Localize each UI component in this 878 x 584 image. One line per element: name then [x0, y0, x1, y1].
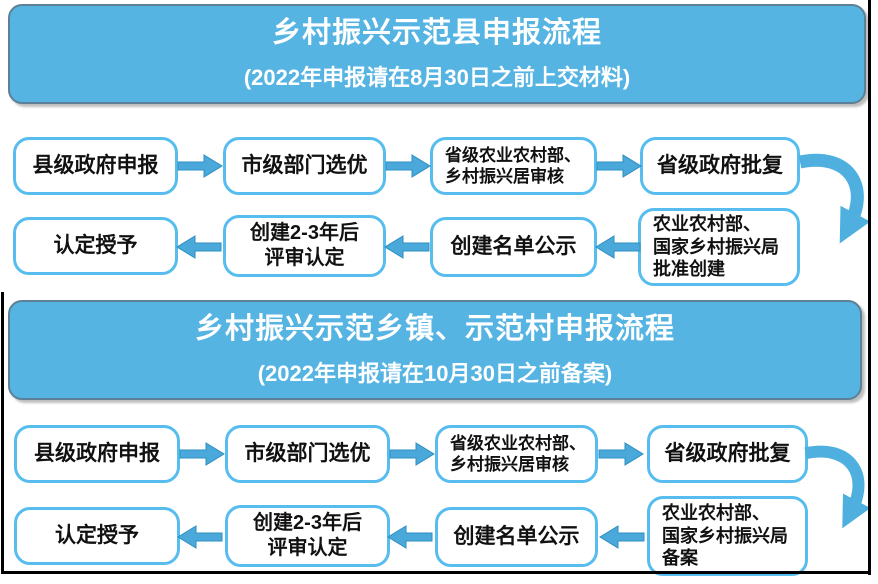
flow-step-grant-title: 认定授予 [13, 217, 178, 275]
flow-step-label: 省级政府批复 [657, 153, 783, 177]
flow-step-label: 创建名单公示 [450, 234, 577, 258]
arrow-right-icon [179, 442, 225, 466]
frame-left-border [1, 292, 4, 574]
banner-demonstration-township-village: 乡村振兴示范乡镇、示范村申报流程 (2022年申报请在10月30日之前备案) [8, 300, 862, 400]
section-subtitle: (2022年申报请在10月30日之前备案) [257, 361, 613, 387]
flow-step-label: 省级农业农村部、 乡村振兴居审核 [445, 145, 581, 186]
flow-step-label: 认定授予 [53, 233, 138, 257]
flow-step-grant-title: 认定授予 [14, 507, 180, 565]
arrow-left-icon [387, 525, 433, 549]
flow-step-label: 创建名单公示 [453, 524, 580, 548]
arrow-right-icon [177, 154, 223, 178]
flow-step-label: 农业农村部、 国家乡村振兴局 备案 [662, 503, 788, 569]
flow-step-province-approve: 省级政府批复 [647, 425, 808, 483]
arrow-left-icon [176, 235, 222, 259]
arrow-left-icon [384, 235, 430, 259]
flow-step-label: 创建2-3年后 评审认定 [250, 222, 359, 269]
flow-step-province-approve: 省级政府批复 [640, 137, 800, 195]
flow-step-label: 省级政府批复 [664, 441, 791, 465]
section-title: 乡村振兴示范县申报流程 [271, 16, 602, 49]
arrow-right-icon [596, 154, 642, 178]
flow-step-label: 市级部门选优 [244, 441, 371, 465]
flow-step-label: 县级政府申报 [34, 441, 160, 465]
frame-bottom-border [1, 571, 871, 574]
arrow-left-icon [599, 525, 645, 549]
section-subtitle: (2022年申报请在8月30日之前上交材料) [243, 65, 631, 91]
flow-step-county-apply: 县级政府申报 [14, 425, 180, 483]
flow-step-county-apply: 县级政府申报 [13, 137, 178, 195]
banner-demonstration-county: 乡村振兴示范县申报流程 (2022年申报请在8月30日之前上交材料) [8, 4, 866, 104]
flow-step-national-record: 农业农村部、 国家乡村振兴局 备案 [647, 496, 808, 576]
curved-arrow-down-icon [798, 153, 871, 244]
arrow-left-icon [177, 525, 223, 549]
flow-step-list-publicity: 创建名单公示 [435, 507, 598, 567]
arrow-left-icon [595, 235, 641, 259]
flow-step-province-review: 省级农业农村部、 乡村振兴居审核 [430, 137, 597, 195]
arrow-right-icon [385, 154, 431, 178]
frame-right-border [868, 0, 871, 575]
arrow-right-icon [389, 442, 435, 466]
flow-step-label: 认定授予 [55, 523, 139, 547]
flow-step-label: 省级农业农村部、 乡村振兴居审核 [450, 433, 586, 474]
section-title: 乡村振兴示范乡镇、示范村申报流程 [194, 312, 675, 345]
flow-step-list-publicity: 创建名单公示 [430, 217, 597, 277]
flow-step-city-select: 市级部门选优 [225, 425, 390, 483]
flow-step-label: 农业农村部、 国家乡村振兴局 批准创建 [653, 214, 779, 280]
flow-step-label: 县级政府申报 [32, 153, 159, 177]
arrow-right-icon [598, 442, 644, 466]
curved-arrow-down-icon [804, 445, 871, 529]
flow-step-city-select: 市级部门选优 [223, 137, 386, 195]
flow-step-review-after-years: 创建2-3年后 评审认定 [225, 505, 390, 567]
flow-step-province-review: 省级农业农村部、 乡村振兴居审核 [435, 425, 598, 483]
flow-step-label: 创建2-3年后 评审认定 [253, 512, 362, 559]
flow-step-review-after-years: 创建2-3年后 评审认定 [223, 215, 386, 277]
flow-step-national-approve-create: 农业农村部、 国家乡村振兴局 批准创建 [638, 208, 800, 286]
flow-step-label: 市级部门选优 [241, 153, 368, 177]
